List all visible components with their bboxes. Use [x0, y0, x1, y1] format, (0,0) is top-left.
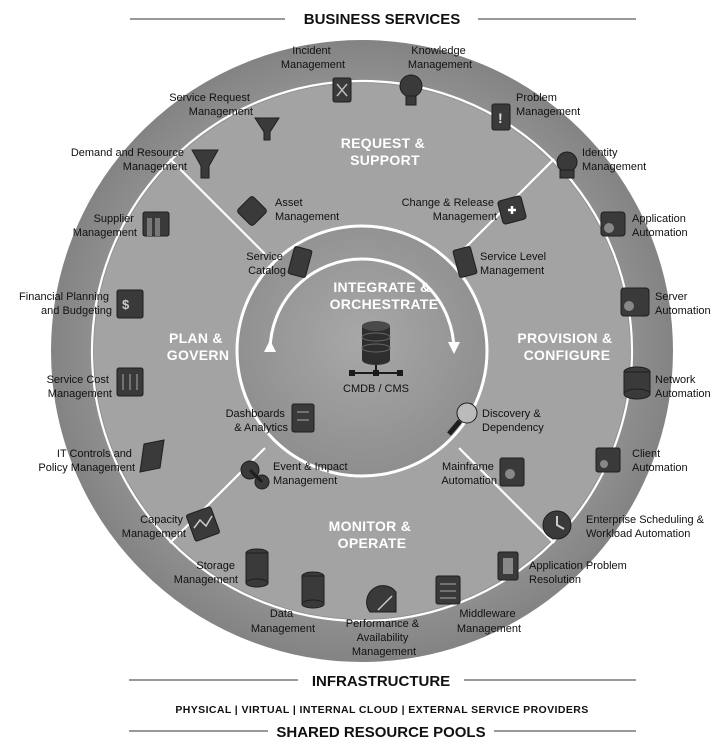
incident-icon [332, 77, 352, 103]
middleware-management-label: Middleware Management [457, 608, 521, 635]
incident-management-label: Incident Management [281, 45, 345, 71]
mainframe-icon [499, 457, 525, 487]
infrastructure-header: INFRASTRUCTURE [129, 673, 636, 690]
svg-text:$: $ [122, 297, 130, 312]
identity-icon [556, 151, 578, 179]
capacity-icon [186, 506, 220, 542]
scroll-icon [139, 439, 165, 473]
server-icon [620, 287, 650, 317]
server-automation-label: Server Automation [655, 291, 711, 317]
shared-resource-pools-header: SHARED RESOURCE POOLS [129, 724, 636, 738]
integrate-orchestrate-title: INTEGRATE & ORCHESTRATE [330, 279, 439, 312]
capacity-management-label: Capacity Management [122, 514, 186, 540]
business-services-title: BUSINESS SERVICES [304, 11, 460, 28]
service-cost-management-label: Service Cost Management [47, 374, 112, 400]
cycle-arrow-up-icon [264, 340, 276, 352]
data-management-label: Data Management [251, 608, 315, 635]
problem-management-label: Problem Management [516, 92, 580, 118]
enterprise-scheduling-label: Enterprise Scheduling & Workload Automat… [586, 514, 707, 540]
supplier-icon [142, 211, 170, 237]
network-automation-label: Network Automation [655, 374, 711, 400]
knowledge-management-label: Knowledge Management [408, 45, 472, 71]
financial-icon: $ [116, 289, 144, 319]
change-release-icon [497, 195, 527, 225]
it-controls-label: IT Controls and Policy Management [38, 448, 135, 474]
resource-pools-list: PHYSICAL | VIRTUAL | INTERNAL CLOUD | EX… [175, 704, 588, 716]
magnifier-icon [447, 402, 478, 436]
request-support-title: REQUEST & SUPPORT [341, 135, 430, 168]
demand-resource-management-label: Demand and Resource Management [71, 147, 187, 173]
financial-planning-label: Financial Planning and Budgeting [19, 291, 112, 317]
storage-management-label: Storage Management [174, 560, 238, 586]
client-automation-label: Client Automation [632, 448, 688, 474]
asset-management-label: Asset Management [275, 197, 339, 223]
application-automation-label: Application Automation [632, 213, 689, 239]
business-services-header: BUSINESS SERVICES [130, 11, 636, 28]
funnel-icon [254, 117, 280, 141]
supplier-management-label: Supplier Management [73, 213, 137, 239]
app-problem-icon [497, 551, 519, 581]
performance-availability-label: Performance & Availability Management [346, 618, 422, 658]
database-icon [349, 321, 403, 376]
data-icon [301, 571, 325, 609]
storage-icon [245, 548, 269, 588]
shared-resource-pools-title: SHARED RESOURCE POOLS [276, 724, 485, 738]
svg-text:!: ! [498, 110, 503, 126]
provision-configure-title: PROVISION & CONFIGURE [517, 330, 616, 363]
discovery-dependency-label: Discovery & Dependency [482, 408, 544, 434]
event-impact-icon [240, 460, 270, 490]
asset-icon [237, 196, 267, 226]
dashboards-icon [291, 403, 315, 433]
infrastructure-title: INFRASTRUCTURE [312, 673, 450, 690]
cmdb-label: CMDB / CMS [343, 383, 409, 395]
service-level-icon [452, 246, 478, 278]
scheduling-icon [542, 510, 572, 540]
plan-govern-title: PLAN & GOVERN [167, 330, 229, 363]
cycle-arrow-down-icon [448, 342, 460, 354]
service-request-management-label: Service Request Management [169, 92, 253, 118]
demand-funnel-icon [191, 149, 219, 179]
divider-bottom-right [458, 447, 555, 544]
monitor-operate-title: MONITOR & OPERATE [329, 518, 416, 551]
inner-ring-boundary [90, 79, 634, 623]
application-problem-resolution-label: Application Problem Resolution [529, 560, 630, 586]
cycle-arrow-arc [268, 257, 456, 352]
identity-management-label: Identity Management [582, 147, 646, 173]
middleware-icon [435, 575, 461, 605]
mainframe-automation-label: Mainframe Automation [441, 461, 497, 487]
event-impact-management-label: Event & Impact Management [273, 461, 351, 487]
change-release-management-label: Change & Release Management [402, 197, 497, 223]
service-level-management-label: Service Level Management [480, 251, 549, 277]
performance-icon [366, 585, 397, 613]
service-catalog-label: Service Catalog [246, 251, 286, 277]
divider-top-left [169, 158, 266, 255]
network-icon [623, 366, 651, 400]
service-cost-icon [116, 367, 144, 397]
lightbulb-icon [399, 74, 423, 106]
client-icon [595, 447, 621, 473]
dashboards-analytics-label: Dashboards & Analytics [226, 408, 289, 434]
application-automation-icon [600, 211, 626, 237]
service-catalog-icon [287, 246, 313, 278]
problem-icon: ! [491, 103, 511, 131]
